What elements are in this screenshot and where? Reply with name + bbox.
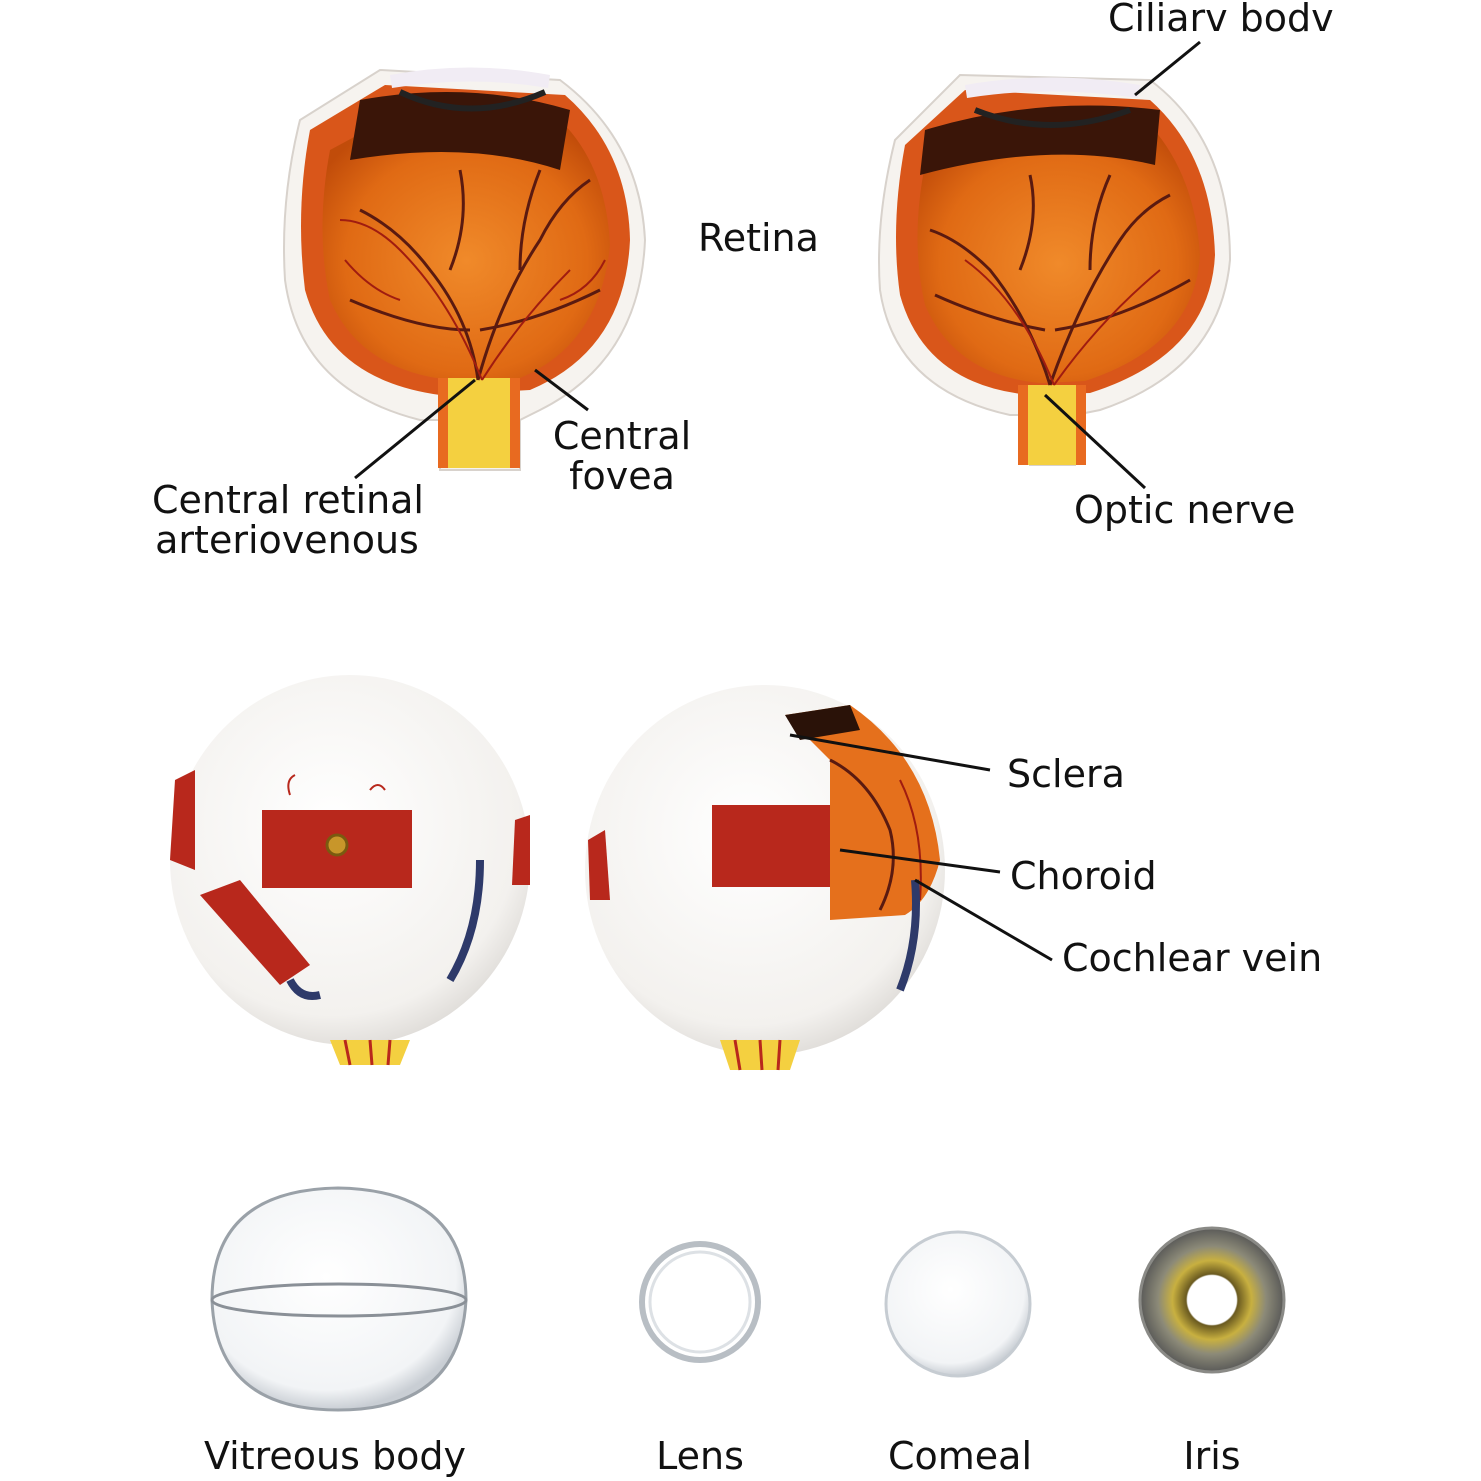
leader-choroid bbox=[839, 848, 1001, 874]
label-cochlear-vein: Cochlear vein bbox=[1062, 936, 1323, 980]
label-central-fovea-line1: Central bbox=[552, 414, 692, 458]
leader-optic-nerve bbox=[1043, 393, 1147, 490]
eyeball-right-cutaway bbox=[585, 685, 945, 1071]
label-ciliary-body: Ciliarv bodv bbox=[1108, 0, 1334, 40]
leader-central-retinal bbox=[354, 378, 476, 480]
label-iris: Iris bbox=[1183, 1434, 1241, 1478]
label-central-retinal-line1: Central retinal bbox=[152, 478, 424, 522]
eyeball-left bbox=[170, 675, 530, 1066]
lens-part bbox=[639, 1241, 761, 1363]
label-choroid: Choroid bbox=[1010, 854, 1157, 898]
label-central-retinal-line2: arteriovenous bbox=[155, 518, 419, 562]
label-lens: Lens bbox=[656, 1434, 744, 1478]
iris-part bbox=[1138, 1226, 1286, 1374]
vitreous-body-part bbox=[210, 1186, 468, 1412]
eye-half-left bbox=[283, 67, 647, 471]
corneal-part bbox=[884, 1230, 1032, 1378]
label-retina: Retina bbox=[698, 216, 819, 260]
label-sclera: Sclera bbox=[1007, 752, 1125, 796]
leader-cochlear-vein bbox=[914, 878, 1053, 962]
label-optic-nerve: Optic nerve bbox=[1074, 488, 1296, 532]
label-vitreous-body: Vitreous body bbox=[204, 1434, 466, 1478]
label-central-retinal: Central retinal arteriovenous bbox=[152, 478, 424, 562]
label-corneal: Comeal bbox=[887, 1434, 1033, 1478]
label-central-fovea-line2: fovea bbox=[569, 454, 675, 498]
leader-ciliary-body bbox=[1134, 40, 1201, 97]
label-central-fovea: Central fovea bbox=[552, 416, 692, 496]
leader-central-fovea bbox=[534, 368, 589, 412]
eye-half-right bbox=[878, 73, 1232, 466]
leader-sclera bbox=[789, 733, 991, 772]
